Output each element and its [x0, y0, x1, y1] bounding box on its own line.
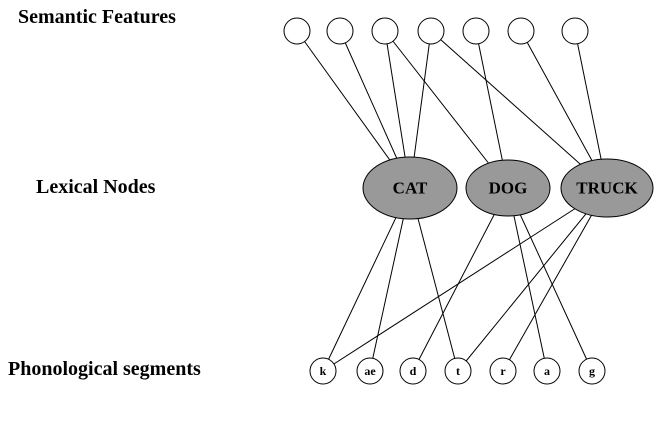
- lexical-phonological-connection: [507, 187, 548, 372]
- lexical-node-truck: [560, 158, 654, 218]
- semantic-feature-node: [371, 17, 399, 45]
- phoneme-node-label: g: [589, 364, 595, 378]
- lexical-phonological-connection: [322, 187, 608, 372]
- phoneme-node-t: [444, 357, 472, 385]
- lexical-phonological-connection: [502, 187, 608, 372]
- lexical-nodes-label: Lexical Nodes: [36, 176, 156, 198]
- phonological-segments-label: Phonological segments: [8, 358, 201, 380]
- phoneme-node-ae: [356, 357, 384, 385]
- semantic-feature-node: [462, 17, 490, 45]
- semantic-feature-node: [326, 17, 354, 45]
- semantic-lexical-connection: [430, 30, 608, 189]
- phoneme-node-label: d: [410, 364, 417, 378]
- phoneme-node-label: k: [320, 364, 327, 378]
- semantic-features-label: Semantic Features: [18, 6, 176, 28]
- lexical-phonological-connection: [457, 187, 608, 372]
- lexical-node-label: DOG: [489, 179, 528, 198]
- phoneme-node-label: t: [456, 364, 460, 378]
- phoneme-node-g: [578, 357, 606, 385]
- lexical-phonological-connection: [507, 187, 593, 372]
- phoneme-node-label: r: [500, 364, 506, 378]
- phoneme-node-d: [399, 357, 427, 385]
- lexical-phonological-connection: [322, 187, 411, 372]
- lexical-phonological-connection: [412, 187, 509, 372]
- lexical-node-cat: [362, 156, 458, 220]
- phoneme-node-a: [533, 357, 561, 385]
- semantic-feature-node: [507, 17, 535, 45]
- semantic-feature-node: [283, 17, 311, 45]
- semantic-feature-node: [561, 17, 589, 45]
- lexical-node-label: CAT: [393, 179, 428, 198]
- phoneme-node-k: [309, 357, 337, 385]
- phoneme-node-r: [489, 357, 517, 385]
- lexical-node-label: TRUCK: [576, 179, 638, 198]
- phoneme-node-label: ae: [364, 364, 376, 378]
- semantic-lexical-connection: [384, 30, 509, 189]
- semantic-feature-node: [417, 17, 445, 45]
- lexical-node-dog: [465, 159, 551, 217]
- phoneme-node-label: a: [544, 364, 550, 378]
